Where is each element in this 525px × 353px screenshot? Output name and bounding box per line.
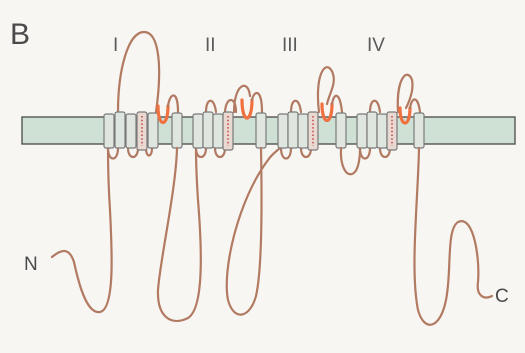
domain-label-2: II: [205, 35, 216, 56]
domain-4: [357, 75, 424, 159]
domain-2-s3: [213, 114, 223, 148]
c-terminal-tail: [414, 148, 492, 325]
n-terminal-tail: [52, 148, 112, 312]
linker-2-3: [227, 148, 280, 315]
panel-letter: B: [10, 18, 30, 51]
domain-4-s1: [357, 114, 367, 148]
domain-3: [278, 67, 346, 158]
n-terminus-label: N: [24, 254, 38, 275]
domain-3-s3: [298, 114, 308, 148]
domain-1-s1: [104, 114, 114, 148]
domain-2-pore-loop: [242, 100, 252, 118]
domain-3-s1: [278, 114, 288, 148]
domain-1-s2: [115, 112, 125, 148]
domain-label-1: I: [113, 35, 118, 56]
domain-3-intracellular-turns: [281, 148, 311, 159]
domain-2-s6: [256, 113, 266, 148]
domain-2-s1: [193, 114, 203, 148]
domain-4-extracellular-loop: [370, 101, 380, 112]
linker-3-4: [341, 148, 360, 174]
domain-3-s2: [288, 112, 298, 148]
domain-4-s6: [414, 113, 424, 148]
membrane-bar: [22, 117, 515, 144]
domain-2-intracellular-turns: [196, 148, 225, 157]
domain-label-3: III: [282, 35, 298, 56]
domain-1-s6: [172, 113, 182, 148]
domain-4-s3: [377, 114, 387, 148]
domain-3-extracellular-loop: [291, 101, 301, 112]
c-terminus-label: C: [495, 286, 509, 307]
domain-4-s2: [367, 112, 377, 148]
domain-4-intracellular-turns: [360, 148, 390, 159]
domain-1-s3: [126, 114, 136, 148]
domain-3-s6: [336, 113, 346, 148]
domain-2-s2: [203, 112, 213, 148]
domain-1-s5: [148, 113, 158, 148]
domain-label-4: IV: [367, 35, 385, 56]
linker-1-2: [158, 148, 201, 321]
domain-1-extracellular-loop: [118, 32, 159, 112]
domain-2-extracellular-loop: [206, 100, 236, 112]
